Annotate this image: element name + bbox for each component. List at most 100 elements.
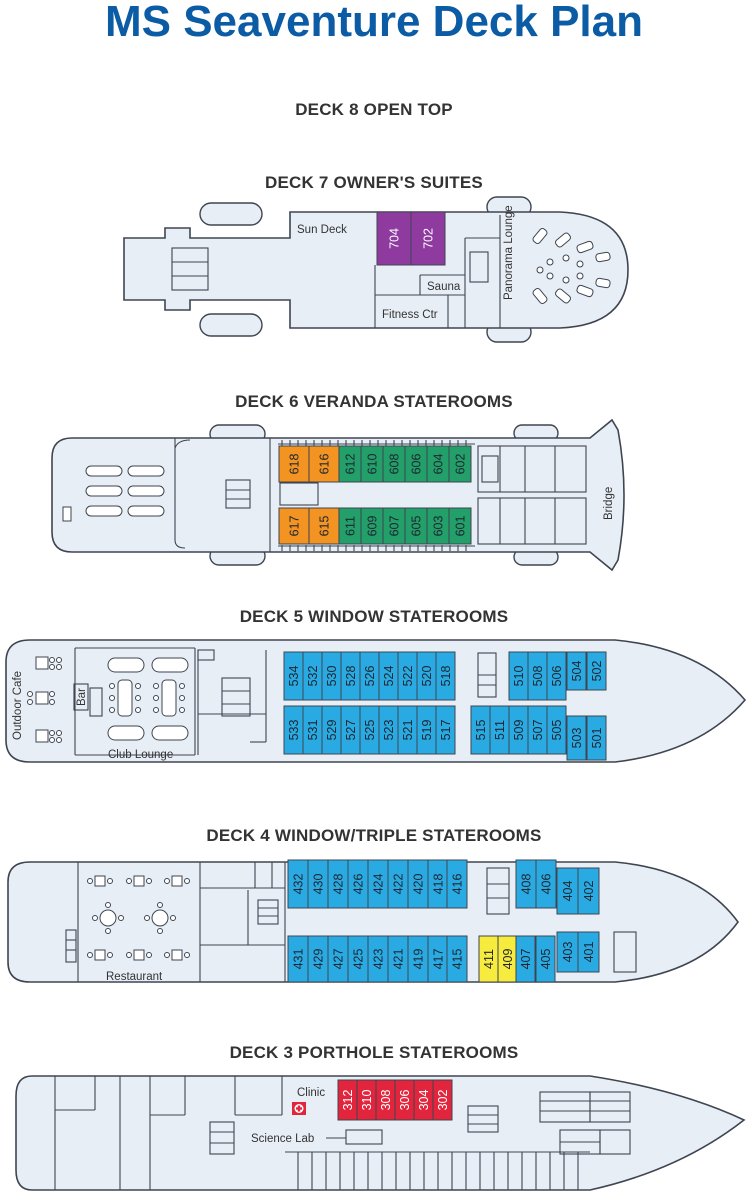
bar-label: Bar [76, 688, 88, 706]
deck-4-title: DECK 4 WINDOW/TRIPLE STATEROOMS [206, 826, 542, 845]
cabin-405: 405 [535, 935, 556, 983]
cabin-532: 532 [302, 651, 323, 701]
cabin-number: 522 [401, 666, 415, 687]
cabin-number: 520 [420, 666, 434, 687]
cabin-534: 534 [283, 651, 304, 701]
cabin-number: 421 [392, 949, 406, 970]
cabin-number: 603 [432, 516, 446, 537]
cabin-417: 417 [427, 935, 449, 983]
science-lab-label: Science Lab [251, 1133, 314, 1145]
cabin-429: 429 [307, 935, 329, 983]
cabin-number: 409 [501, 949, 515, 970]
cabin-box [566, 715, 587, 761]
cabin-number: 531 [306, 720, 320, 741]
deck-5-title: DECK 5 WINDOW STATEROOMS [239, 607, 509, 626]
clinic-label: Clinic [297, 1087, 325, 1099]
cabin-510: 510 [508, 651, 529, 701]
cabin-number: 422 [392, 874, 406, 895]
cabin-521: 521 [397, 705, 418, 755]
cabin-box [546, 705, 567, 755]
cabin-number: 612 [344, 454, 358, 475]
cabin-number: 404 [561, 881, 575, 902]
cabin-box [546, 651, 567, 701]
cabin-number: 704 [388, 228, 402, 249]
cabin-number: 532 [306, 666, 320, 687]
page-title: MS Seaventure Deck Plan [104, 0, 643, 46]
cabin-number: 509 [512, 720, 526, 741]
cabin-number: 501 [590, 728, 604, 749]
cabin-number: 617 [288, 516, 302, 537]
deck-8-title: DECK 8 OPEN TOP [295, 100, 453, 119]
cabin-number: 304 [417, 1090, 431, 1111]
cabin-601: 601 [448, 507, 472, 545]
cabin-box [446, 935, 468, 983]
cabin-426: 426 [347, 859, 369, 909]
cabin-420: 420 [407, 859, 429, 909]
cabin-number: 601 [454, 516, 468, 537]
cabin-number: 401 [582, 942, 596, 963]
cabin-number: 426 [352, 874, 366, 895]
cabin-304: 304 [413, 1079, 434, 1121]
cabin-number: 616 [318, 454, 332, 475]
cabin-number: 511 [493, 720, 507, 740]
cabin-number: 427 [332, 949, 346, 970]
cabin-427: 427 [327, 935, 349, 983]
cabin-617: 617 [278, 507, 310, 545]
cabin-428: 428 [327, 859, 349, 909]
cabin-box [435, 651, 456, 701]
cabin-403: 403 [556, 931, 579, 973]
cabin-605: 605 [404, 507, 428, 545]
cabin-604: 604 [426, 445, 450, 483]
cabin-number: 419 [412, 949, 426, 970]
cabin-508: 508 [527, 651, 548, 701]
sauna-label: Sauna [427, 281, 461, 293]
cabin-number: 417 [432, 949, 446, 970]
cabin-431: 431 [287, 935, 309, 983]
cabin-504: 504 [566, 651, 587, 691]
cabin-507: 507 [527, 705, 548, 755]
cabin-number: 418 [432, 874, 446, 895]
cabin-509: 509 [508, 705, 529, 755]
cabin-522: 522 [397, 651, 418, 701]
club-lounge-seating [107, 657, 189, 741]
cabin-box [535, 859, 557, 909]
deck-7-title: DECK 7 OWNER'S SUITES [265, 173, 483, 192]
cabin-box [577, 931, 600, 973]
cabin-number: 608 [388, 454, 402, 475]
cabin-407: 407 [515, 935, 536, 983]
cabin-number: 523 [382, 720, 396, 741]
cabin-number: 519 [420, 720, 434, 741]
cabin-610: 610 [360, 445, 384, 483]
clinic-icon [292, 1102, 306, 1115]
cabin-308: 308 [375, 1079, 396, 1121]
cabin-424: 424 [367, 859, 389, 909]
cabin-422: 422 [387, 859, 409, 909]
cabin-number: 302 [436, 1090, 450, 1111]
cabin-530: 530 [321, 651, 342, 701]
cabin-531: 531 [302, 705, 323, 755]
cabin-box [410, 211, 446, 266]
cabin-523: 523 [378, 705, 399, 755]
cabin-number: 602 [454, 454, 468, 475]
restaurant-tables [87, 875, 190, 961]
cabin-421: 421 [387, 935, 409, 983]
cabin-511: 511 [489, 705, 510, 755]
cabin-number: 702 [422, 228, 436, 249]
cabin-box [435, 705, 456, 755]
cabin-529: 529 [321, 705, 342, 755]
cabin-527: 527 [340, 705, 361, 755]
cabin-number: 518 [439, 666, 453, 687]
outdoor-cafe-label: Outdoor Cafe [12, 671, 24, 740]
cabin-419: 419 [407, 935, 429, 983]
cabin-423: 423 [367, 935, 389, 983]
cabin-603: 603 [426, 507, 450, 545]
cabin-box [515, 935, 536, 983]
cabin-number: 424 [372, 874, 386, 895]
outdoor-cafe-tables [27, 656, 62, 743]
cabin-box [586, 651, 607, 691]
cabin-number: 618 [288, 454, 302, 475]
